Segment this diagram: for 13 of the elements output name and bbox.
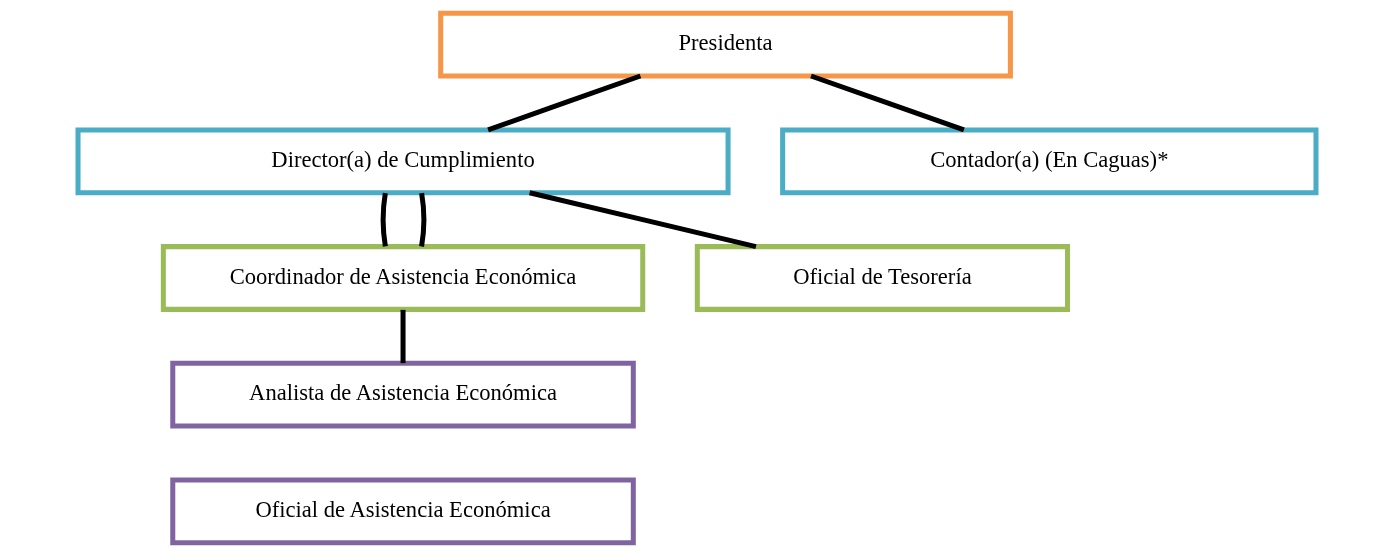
- node-box: Contador(a) (En Caguas)*: [779, 127, 1318, 196]
- connector: [418, 192, 426, 247]
- node-box: Coordinador de Asistencia Económica: [160, 244, 645, 312]
- node-box: Oficial de Tesorería: [694, 244, 1070, 312]
- node-box: Oficial de Asistencia Económica: [169, 477, 636, 546]
- connector: [528, 190, 757, 250]
- connector: [400, 309, 406, 364]
- node-box: Analista de Asistencia Económica: [169, 360, 636, 429]
- connector: [486, 73, 641, 133]
- connector: [809, 73, 965, 133]
- connector: [380, 192, 388, 247]
- node-box: Director(a) de Cumplimiento: [75, 127, 731, 196]
- node-box: Presidenta: [437, 10, 1013, 79]
